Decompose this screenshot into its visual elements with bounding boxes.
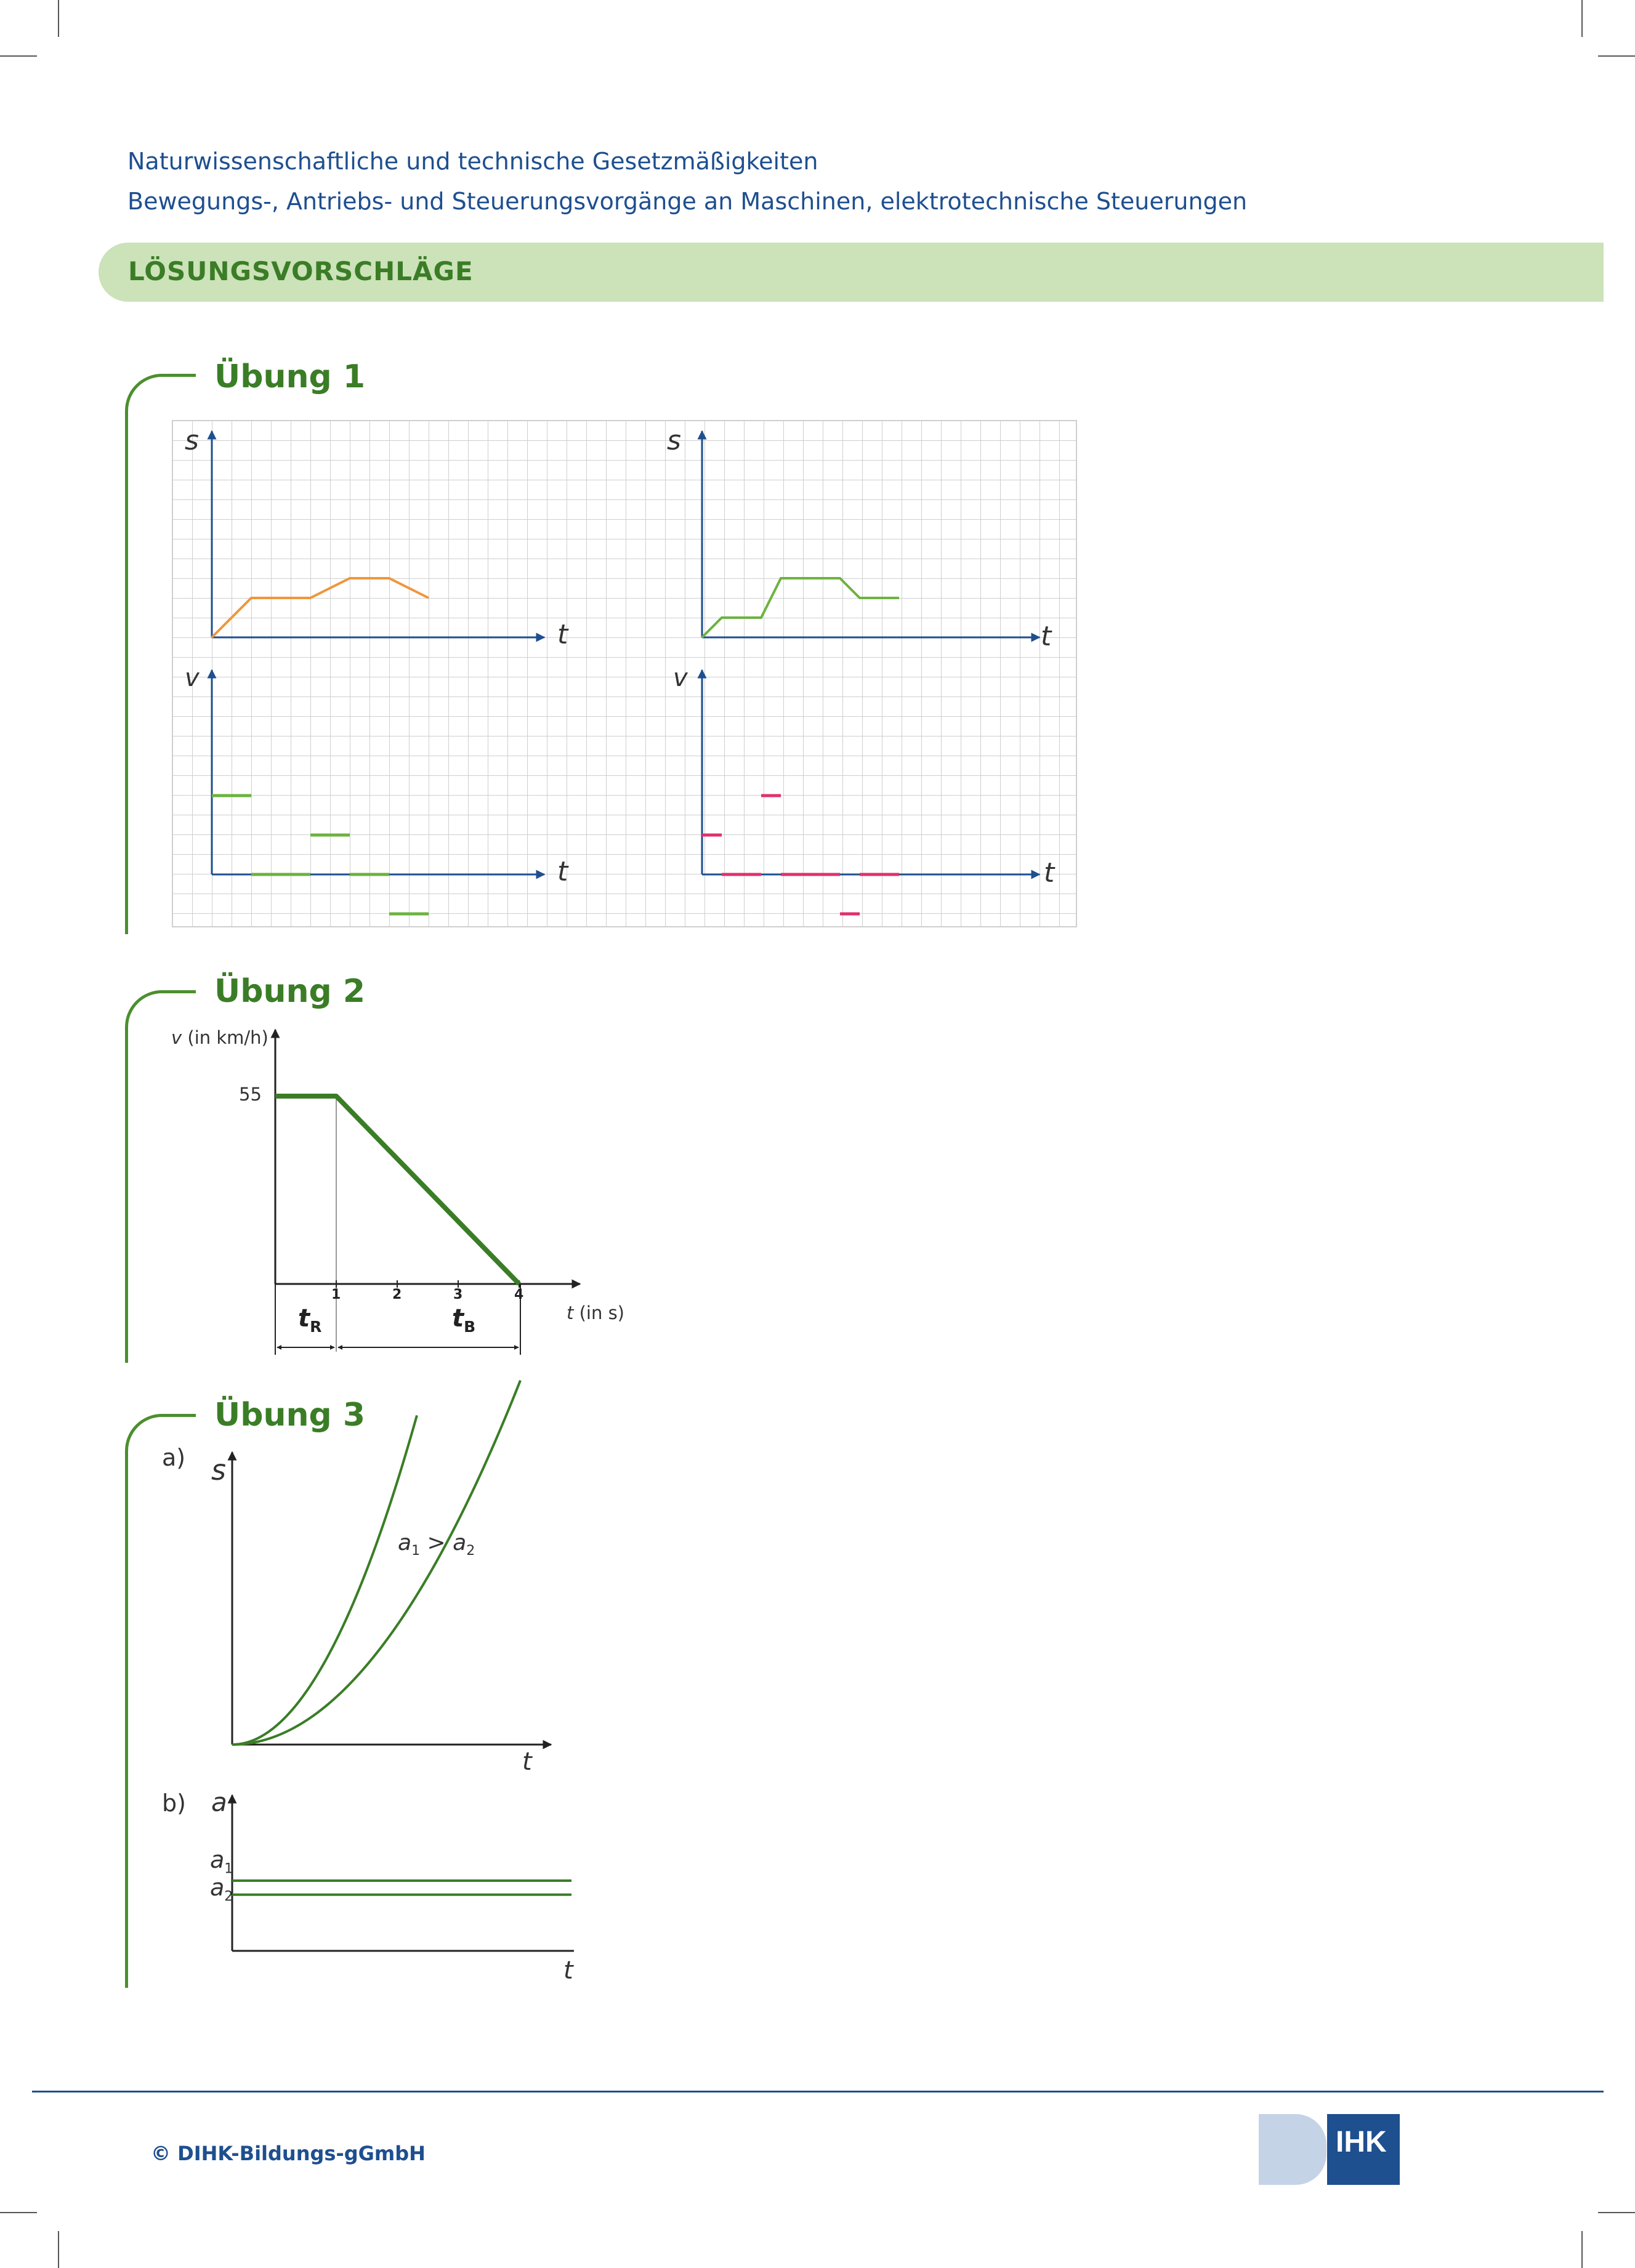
u3a-cmp-b-sub: 2 <box>466 1543 475 1559</box>
u3a-curve-a2 <box>232 1379 522 1746</box>
u2-x-var: t <box>567 1302 574 1323</box>
u3b-label-a1: a1 <box>210 1846 233 1877</box>
uebung1-axes <box>207 430 1041 879</box>
ihk-logo-shape <box>1259 2114 1326 2185</box>
u2-x-tick-label: 1 <box>331 1287 341 1302</box>
u3-part-a: a) <box>162 1444 186 1471</box>
crop-mark <box>1581 0 1583 37</box>
section-bracket <box>125 990 196 1363</box>
grid-background <box>172 420 1077 927</box>
u2-x-tick-label: 3 <box>453 1287 463 1302</box>
u2-label-tr: tR <box>298 1304 321 1336</box>
ihk-logo-text: IHK <box>1336 2126 1387 2158</box>
u3a-curve-a1 <box>232 1414 418 1746</box>
u3a-cmp-a-sub: 1 <box>411 1543 421 1559</box>
section-bracket <box>125 374 196 934</box>
u3b-a1-var: a <box>210 1846 225 1873</box>
u2-tb-var: t <box>452 1304 464 1333</box>
crop-mark <box>58 0 59 37</box>
u3a-comparison: a1 > a2 <box>398 1530 475 1559</box>
u1-label-t: t <box>1041 621 1052 652</box>
header-line-2: Bewegungs-, Antriebs- und Steuerungsvorg… <box>127 188 1248 215</box>
u3b-a1-sub: 1 <box>224 1861 233 1877</box>
crop-mark <box>1598 2212 1635 2213</box>
u3a-label-t: t <box>522 1748 532 1776</box>
u3a-label-s: s <box>211 1453 226 1487</box>
u3b-a2-sub: 2 <box>224 1889 233 1905</box>
u2-label-tb: tB <box>452 1304 475 1336</box>
crop-mark <box>58 2231 59 2268</box>
u3b-label-a: a <box>211 1787 227 1817</box>
u1-label-s-left: s <box>185 425 199 456</box>
u3-part-b: b) <box>162 1790 186 1817</box>
u1-label-t: t <box>557 619 568 650</box>
section-bracket <box>125 1414 196 1988</box>
footer-divider <box>32 2091 1604 2092</box>
section-title-uebung2: Übung 2 <box>214 973 365 1010</box>
u2-x-unit: (in s) <box>573 1302 624 1323</box>
u3a-cmp-b: a <box>453 1530 467 1556</box>
u2-tr-var: t <box>298 1304 310 1333</box>
u2-x-tick-label: 4 <box>514 1287 524 1302</box>
section-title-uebung3: Übung 3 <box>214 1397 365 1434</box>
solutions-banner: LÖSUNGSVORSCHLÄGE <box>99 243 1604 302</box>
section-title-uebung1: Übung 1 <box>214 358 365 395</box>
u3b-label-a2: a2 <box>210 1874 233 1905</box>
u2-tr-sub: R <box>310 1318 322 1336</box>
u1-label-s-right: s <box>667 425 681 456</box>
uebung1-marks <box>211 577 899 916</box>
u2-y-var: v <box>171 1027 182 1048</box>
banner-title: LÖSUNGSVORSCHLÄGE <box>128 256 474 286</box>
u2-velocity-line <box>275 1094 521 1286</box>
header-line-1: Naturwissenschaftliche und technische Ge… <box>127 148 818 175</box>
u2-y-label: v (in km/h) <box>171 1027 268 1048</box>
ihk-logo: IHK <box>1327 2114 1400 2185</box>
crop-mark <box>0 55 37 57</box>
u3b-label-t: t <box>563 1956 573 1985</box>
s-t-line <box>211 577 429 639</box>
u2-x-label: t (in s) <box>567 1302 624 1323</box>
u3b-a2-var: a <box>210 1874 225 1901</box>
u3a-cmp-a: a <box>398 1530 412 1556</box>
crop-mark <box>0 2212 37 2213</box>
u2-tb-sub: B <box>464 1318 476 1336</box>
u1-label-t: t <box>1044 857 1055 889</box>
u1-label-t: t <box>557 856 568 887</box>
crop-mark <box>1581 2231 1583 2268</box>
u2-y-unit: (in km/h) <box>182 1027 268 1048</box>
u3a-cmp-op: > <box>420 1530 453 1556</box>
crop-mark <box>1598 55 1635 57</box>
u2-y-tick-55: 55 <box>239 1084 262 1105</box>
u2-x-tick-label: 2 <box>392 1287 402 1302</box>
uebung2-figure <box>270 1028 581 1355</box>
u1-label-v-left: v <box>185 664 200 692</box>
s-t-line <box>701 577 899 639</box>
uebung3-figure <box>227 1379 574 1952</box>
u1-label-v-right: v <box>673 664 688 692</box>
footer-copyright: © DIHK-Bildungs-gGmbH <box>151 2142 426 2165</box>
